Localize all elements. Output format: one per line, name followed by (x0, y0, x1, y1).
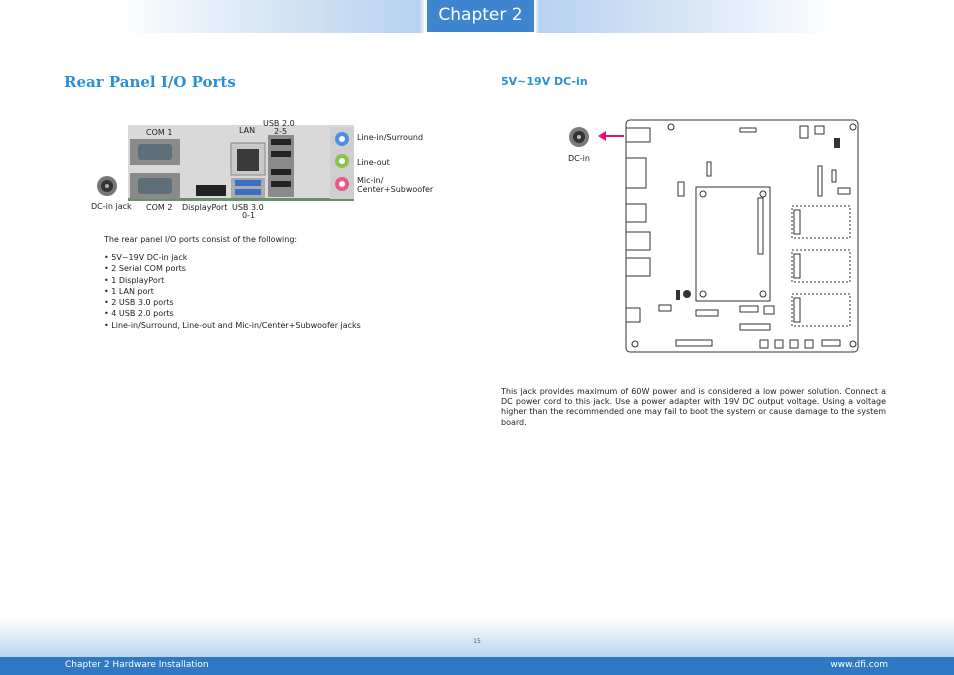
section-title: Rear Panel I/O Ports (64, 73, 236, 91)
dc-in-jack-icon (569, 127, 589, 147)
label-dc-in-jack: DC-in jack (91, 202, 132, 211)
footer-bar: Chapter 2 Hardware Installation www.dfi.… (0, 657, 954, 675)
label-com1: COM 1 (146, 128, 173, 137)
label-displayport: DisplayPort (182, 203, 228, 212)
list-item: 2 USB 3.0 ports (104, 297, 361, 308)
footer-chapter-text: Chapter 2 Hardware Installation (65, 660, 209, 670)
label-usb20-line1: USB 2.0 (263, 119, 295, 128)
label-dc-in: DC-in (568, 154, 590, 163)
label-line-in: Line-in/Surround (357, 133, 424, 142)
label-mic-in-line2: Center+Subwoofer (357, 185, 434, 194)
com1-port-graphic (130, 139, 180, 165)
displayport-graphic (196, 185, 226, 196)
footer-gradient-band (0, 618, 954, 658)
list-item: 1 LAN port (104, 286, 361, 297)
board-diagram (569, 119, 859, 353)
label-usb20-line2: 2-5 (274, 127, 288, 136)
list-item: 5V~19V DC-in jack (104, 252, 361, 263)
list-item: 1 DisplayPort (104, 275, 361, 286)
label-usb30-line2: 0-1 (242, 211, 256, 220)
pointer-arrow-icon (598, 131, 624, 141)
footer-website-link[interactable]: www.dfi.com (830, 660, 888, 670)
label-lan: LAN (239, 126, 256, 135)
dc-in-jack-graphic (97, 176, 117, 196)
com2-port-graphic (130, 173, 180, 199)
label-mic-in-line1: Mic-in/ (357, 176, 384, 185)
list-item: 4 USB 2.0 ports (104, 308, 361, 319)
label-usb30-line1: USB 3.0 (232, 203, 264, 212)
dcin-title: 5V~19V DC-in (501, 75, 588, 88)
label-com2: COM 2 (146, 203, 173, 212)
rear-panel-illustration (97, 125, 354, 201)
list-item: Line-in/Surround, Line-out and Mic-in/Ce… (104, 320, 361, 331)
page-number: 15 (473, 638, 481, 645)
intro-text: The rear panel I/O ports consist of the … (104, 235, 298, 244)
port-list: 5V~19V DC-in jack 2 Serial COM ports 1 D… (104, 252, 361, 331)
dcin-description: This jack provides maximum of 60W power … (501, 387, 886, 427)
list-item: 2 Serial COM ports (104, 263, 361, 274)
chapter-tab: Chapter 2 (427, 0, 534, 32)
label-line-out: Line-out (357, 158, 390, 167)
